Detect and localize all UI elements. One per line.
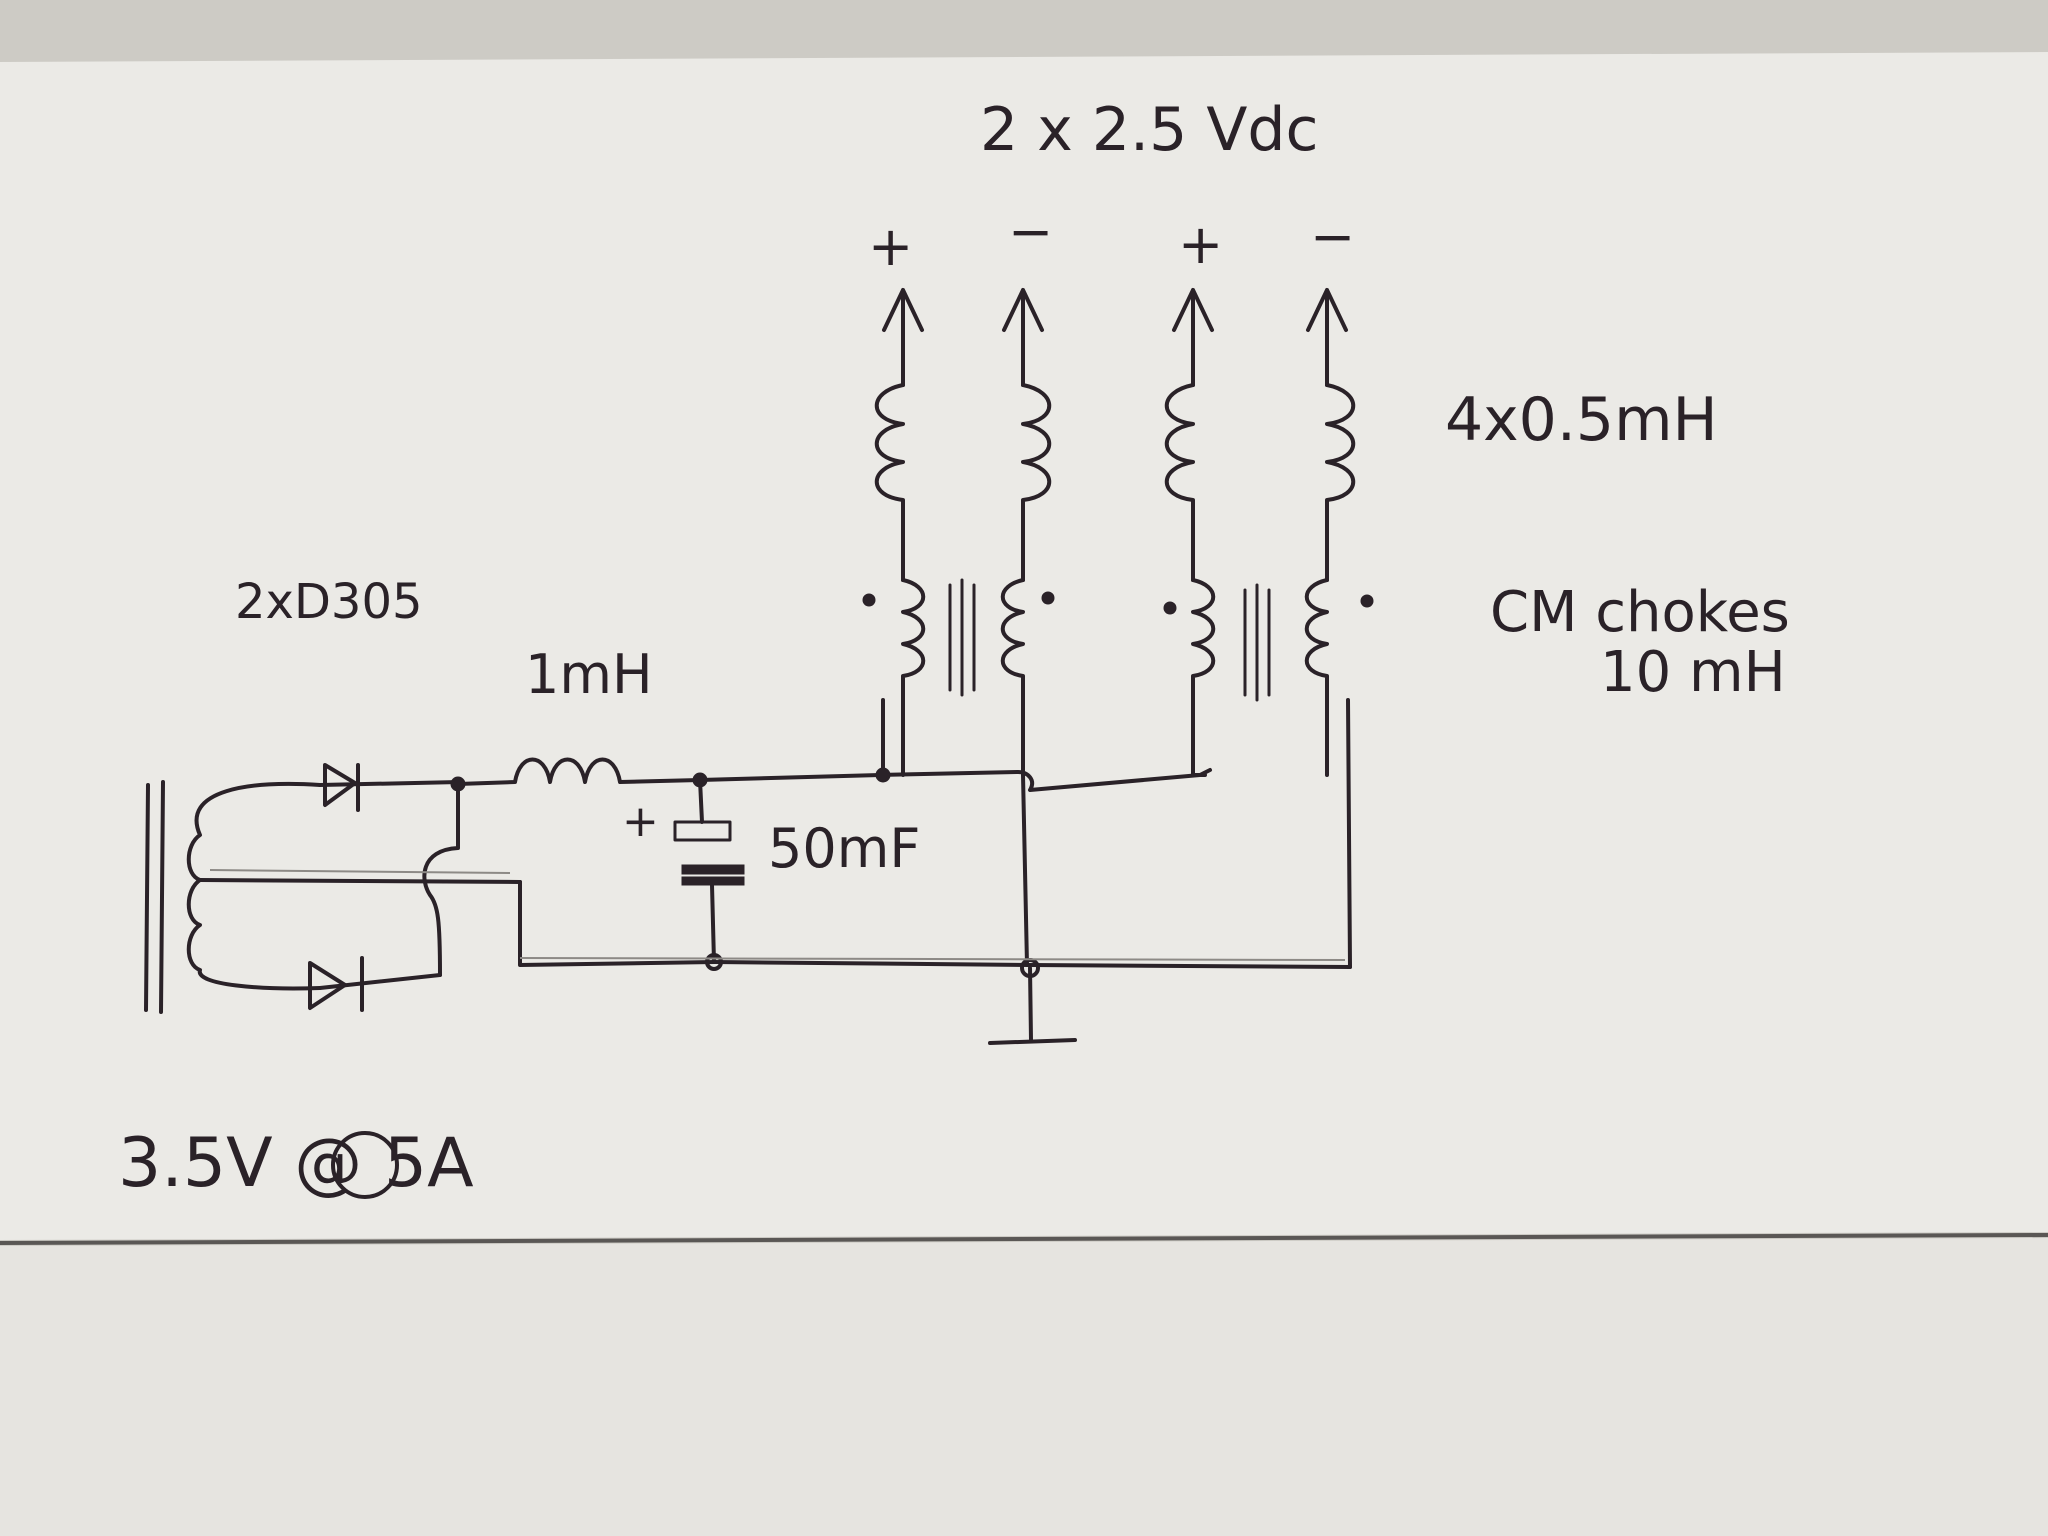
positive-rail (698, 698, 1212, 792)
filter-inductor-label: 1mH (525, 643, 653, 706)
at-symbol-circle (331, 1131, 399, 1199)
capacitor-label: 50mF (768, 817, 921, 880)
output-voltage-label: 2 x 2.5 Vdc (980, 95, 1319, 165)
cm-chokes-value: 10 mH (1600, 640, 1786, 705)
paper-fold-shadow (0, 1233, 2048, 1245)
capacitor (673, 772, 745, 971)
cm-chokes-label: CM chokes (1490, 580, 1790, 645)
terminal-minus-2: − (1310, 205, 1356, 268)
transformer-rating-label: 3.5V @ 5A (118, 1124, 474, 1203)
cm-choke-2 (1163, 578, 1374, 777)
pencil-guides (209, 869, 1346, 961)
output-arrows (882, 288, 1348, 387)
transformer (144, 780, 522, 1014)
output-inductors (874, 383, 1356, 582)
diode-bottom (308, 956, 442, 1012)
paper-sheet-top (0, 52, 2048, 1240)
diodes-label: 2xD305 (235, 574, 423, 630)
ground-rail (712, 698, 1352, 1045)
terminal-minus-1: − (1008, 200, 1054, 263)
filter-inductor (456, 757, 702, 786)
cm-choke-1 (862, 578, 1055, 777)
capacitor-polarity: + (622, 796, 659, 847)
output-inductors-label: 4x0.5mH (1445, 385, 1718, 455)
terminal-plus-2: + (1178, 213, 1224, 276)
diode-top (318, 763, 462, 812)
paper-sheet-bottom (0, 1238, 2048, 1536)
terminal-plus-1: + (868, 215, 914, 278)
